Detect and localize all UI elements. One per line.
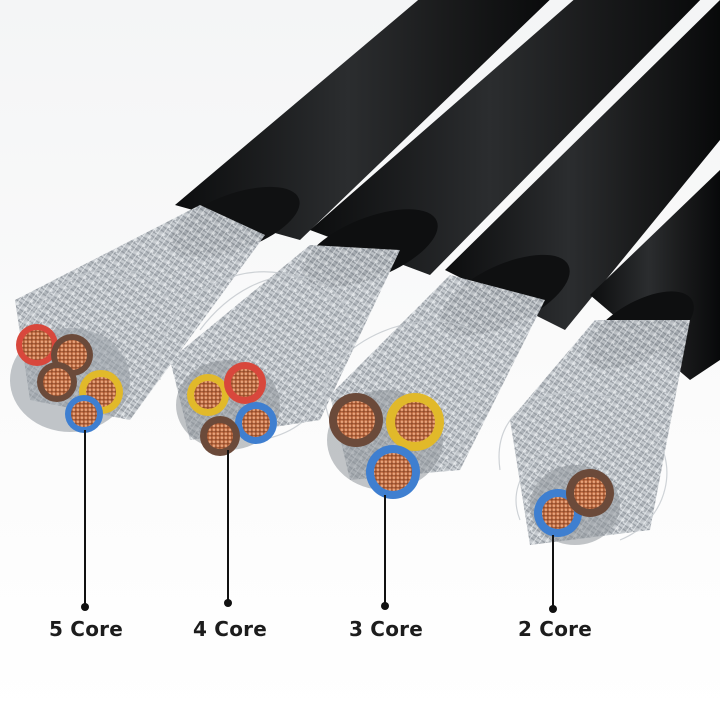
leader-dot-four-core	[224, 599, 232, 607]
leader-dot-two-core	[549, 605, 557, 613]
label-four-core: 4 Core	[193, 617, 267, 641]
leader-dot-three-core	[381, 602, 389, 610]
three-core-bundle	[327, 390, 444, 499]
label-three-core: 3 Core	[349, 617, 423, 641]
four-core-bundle	[176, 360, 280, 456]
five-core-bundle	[10, 324, 130, 433]
leader-dot-five-core	[81, 603, 89, 611]
leader-lines	[84, 430, 554, 607]
label-two-core: 2 Core	[518, 617, 592, 641]
label-five-core: 5 Core	[49, 617, 123, 641]
two-core-bundle	[530, 465, 620, 545]
